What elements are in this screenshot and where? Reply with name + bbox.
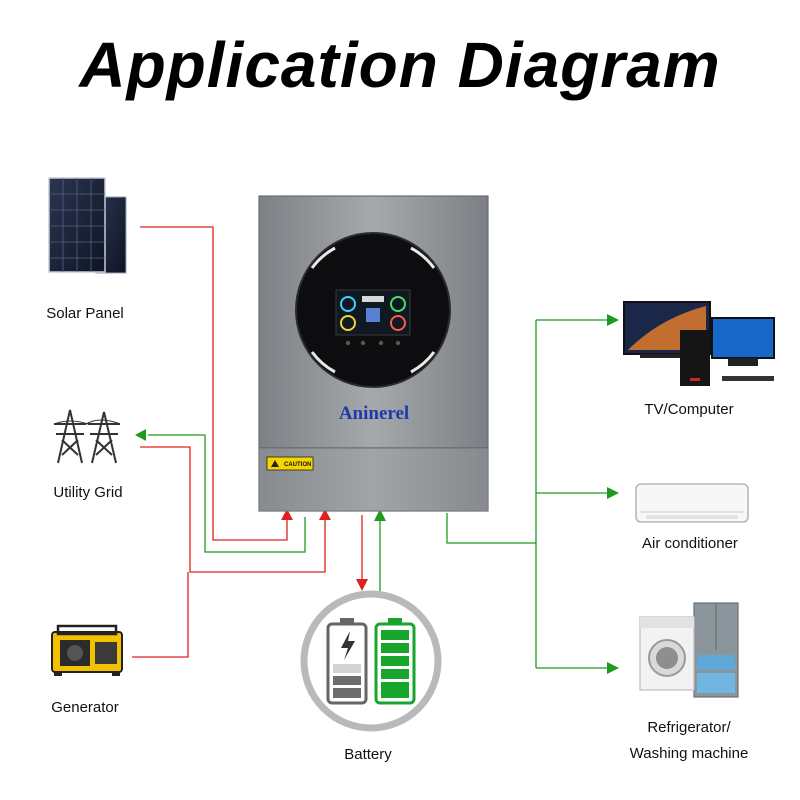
air-conditioner-icon bbox=[635, 483, 749, 523]
transmission-tower-icon bbox=[53, 409, 121, 464]
solar-panel-label: Solar Panel bbox=[46, 305, 124, 322]
battery-discharge-line bbox=[374, 509, 386, 598]
caution-label: CAUTION bbox=[266, 456, 314, 471]
generator-icon bbox=[51, 624, 123, 676]
svg-text:CAUTION: CAUTION bbox=[284, 462, 311, 468]
air-conditioner-label: Air conditioner bbox=[642, 535, 738, 552]
tv-computer-icon bbox=[623, 301, 775, 386]
inverter-unit: CAUTION Aninerel bbox=[258, 195, 489, 512]
grid-return-line bbox=[135, 429, 306, 553]
refrigerator-washer-icon bbox=[639, 602, 739, 698]
solar-panel-icon bbox=[48, 177, 127, 274]
washing-machine-label: Washing machine bbox=[629, 745, 749, 762]
battery-label: Battery bbox=[344, 746, 392, 763]
brand-logo: Aninerel bbox=[339, 403, 409, 424]
generator-input-line bbox=[132, 572, 189, 658]
lcd-screen bbox=[335, 289, 411, 336]
solar-input-line bbox=[140, 226, 293, 541]
grid-input-line bbox=[140, 446, 331, 573]
utility-grid-label: Utility Grid bbox=[53, 484, 123, 501]
generator-label: Generator bbox=[51, 699, 119, 716]
refrigerator-label: Refrigerator/ bbox=[647, 719, 731, 736]
battery-icon bbox=[300, 590, 442, 732]
load-output-line bbox=[446, 314, 619, 674]
control-buttons bbox=[345, 340, 401, 346]
page-title: Application Diagram bbox=[79, 29, 721, 101]
battery-charge-line bbox=[356, 515, 368, 591]
tv-computer-label: TV/Computer bbox=[644, 401, 734, 418]
